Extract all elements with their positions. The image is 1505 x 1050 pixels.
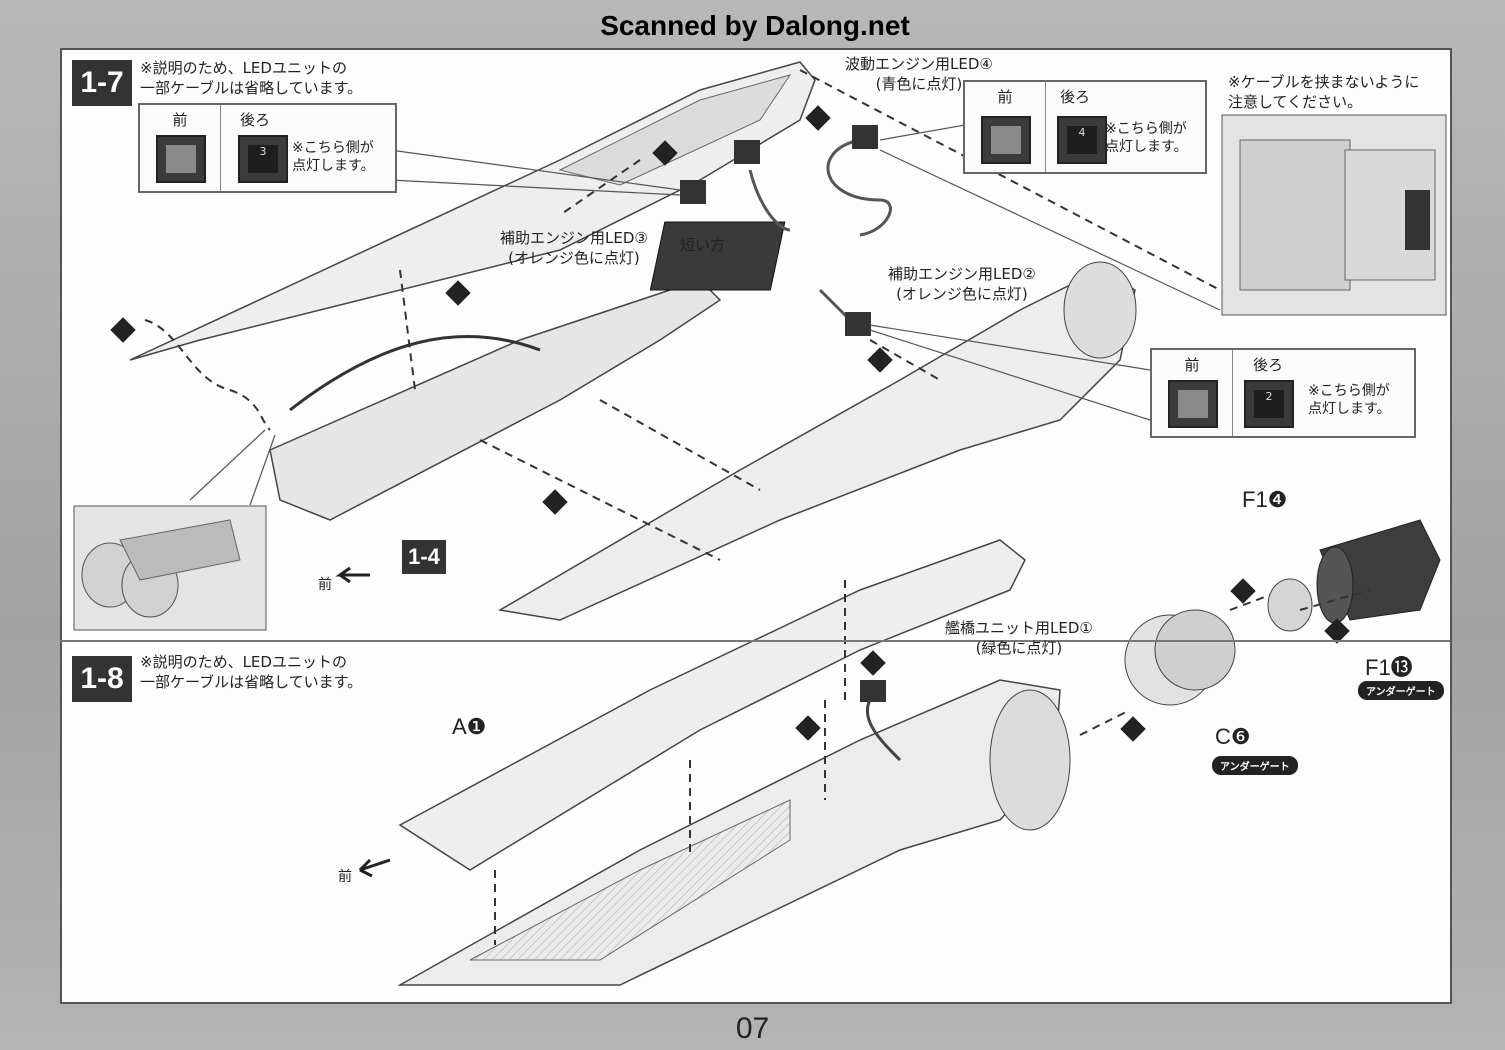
short-side-label: 短い方 [680, 236, 726, 254]
led2-label: 補助エンジン用LED② (オレンジ色に点灯) [888, 265, 1036, 303]
sub-step-badge-1-4: 1-4 [402, 540, 446, 574]
part-c6-label: C❻ [1215, 724, 1251, 749]
led2-orientation-box: 前 後ろ 2 ※こちら側が 点灯します。 [1150, 348, 1416, 438]
part-f1-13-label: F1⓭ [1365, 655, 1413, 680]
front-caption: 前 [997, 88, 1013, 106]
led-lit-side-note: ※こちら側が 点灯します。 [292, 140, 375, 174]
led-lit-side-note: ※こちら側が 点灯します。 [1105, 121, 1188, 155]
step-note-1-7: ※説明のため、LEDユニットの 一部ケーブルは省略しています。 [140, 59, 363, 97]
front-caption: 前 [172, 111, 188, 129]
cable-caution-note: ※ケーブルを挟まないように 注意してください。 [1228, 73, 1420, 111]
lower-frame-part [269, 279, 722, 521]
step-badge-1-8: 1-8 [72, 656, 132, 702]
led-back-chip: 2 [1244, 380, 1294, 428]
led-front-chip [981, 116, 1031, 164]
front-direction-label-1-8: 前 [338, 869, 352, 885]
page-number: 07 [735, 1012, 770, 1045]
led-front-chip [1168, 380, 1218, 428]
led-back-chip: 3 [238, 135, 288, 183]
led-back-chip: 4 [1057, 116, 1107, 164]
step-note-1-8: ※説明のため、LEDユニットの 一部ケーブルは省略しています。 [140, 653, 363, 691]
led-controller-block [649, 221, 786, 291]
back-caption: 後ろ [1059, 88, 1090, 106]
part-a1-label: A❶ [452, 714, 487, 739]
back-caption: 後ろ [239, 111, 270, 129]
back-caption: 後ろ [1252, 356, 1283, 374]
part-f1-4-label: F1❹ [1242, 487, 1288, 512]
step-badge-1-7: 1-7 [72, 60, 132, 106]
under-gate-tag-c6: アンダーゲート [1212, 756, 1298, 775]
led3-orientation-box: 前 後ろ 3 ※こちら側が 点灯します。 [138, 103, 397, 193]
scan-credit: Scanned by Dalong.net [600, 10, 910, 41]
led1-label: 艦橋ユニット用LED① (緑色に点灯) [945, 619, 1093, 657]
under-gate-tag-f1-13: アンダーゲート [1358, 681, 1444, 700]
front-direction-label: 前 [318, 577, 332, 593]
led4-label: 波動エンジン用LED④ (青色に点灯) [845, 55, 993, 93]
section-divider [60, 640, 1450, 642]
led4-orientation-box: 前 後ろ 4 ※こちら側が 点灯します。 [963, 80, 1207, 174]
led-lit-side-note: ※こちら側が 点灯します。 [1308, 383, 1391, 417]
front-caption: 前 [1184, 356, 1200, 374]
led-front-chip [156, 135, 206, 183]
led3-label: 補助エンジン用LED③ (オレンジ色に点灯) [500, 229, 648, 267]
